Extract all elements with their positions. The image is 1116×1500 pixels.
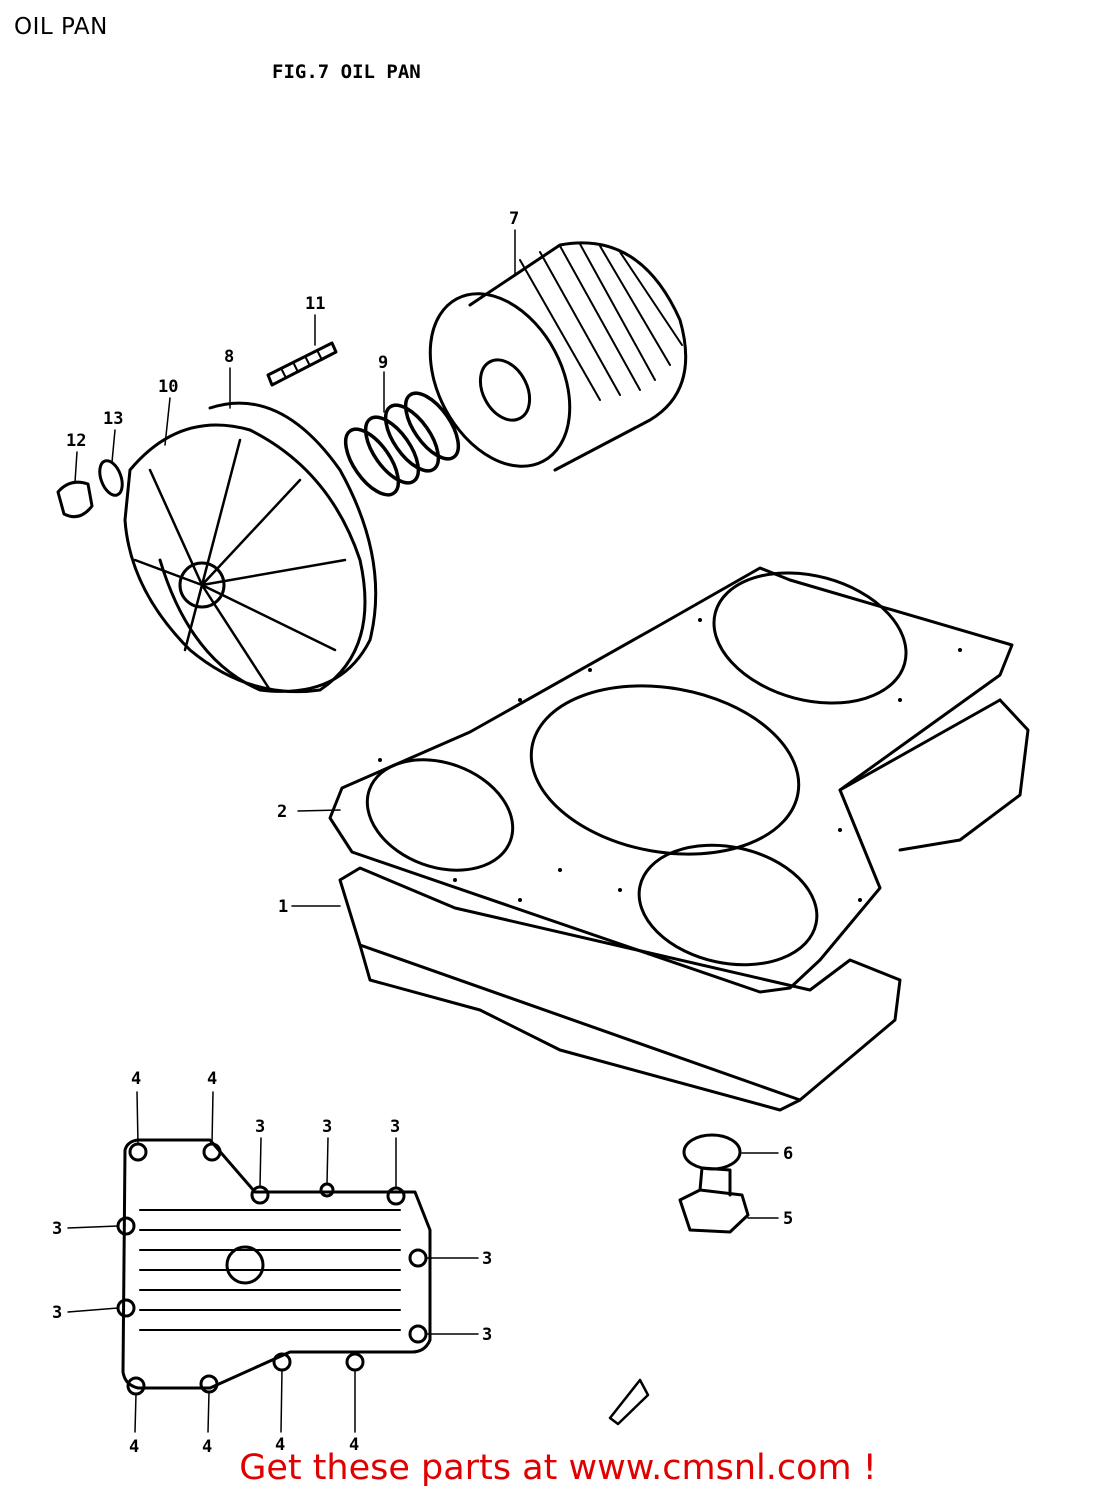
callout-11: 11	[305, 294, 325, 314]
callout-4: 4	[349, 1435, 359, 1455]
callout-3: 3	[52, 1219, 62, 1239]
callout-9: 9	[378, 353, 388, 373]
callout-4: 4	[129, 1437, 139, 1457]
callout-3: 3	[390, 1117, 400, 1137]
footer-prefix: Get these parts at	[239, 1448, 569, 1488]
drain-plug-gasket	[682, 1133, 742, 1171]
callout-10: 10	[158, 377, 178, 397]
o-ring	[158, 401, 378, 693]
callout-1: 1	[278, 897, 288, 917]
figure-caption: FIG.7 OIL PAN	[272, 61, 421, 83]
page-title: OIL PAN	[14, 14, 108, 40]
oil-filter	[428, 241, 688, 472]
callout-12: 12	[66, 431, 86, 451]
callout-3: 3	[255, 1117, 265, 1137]
callout-5: 5	[783, 1209, 793, 1229]
callout-6: 6	[783, 1144, 793, 1164]
callout-3: 3	[52, 1303, 62, 1323]
callout-2: 2	[277, 802, 287, 822]
washer	[98, 459, 124, 497]
callout-4: 4	[131, 1069, 141, 1089]
callout-8: 8	[224, 347, 234, 367]
callout-4: 4	[207, 1069, 217, 1089]
callout-4: 4	[202, 1437, 212, 1457]
cap-nut	[56, 480, 94, 519]
callout-3: 3	[482, 1249, 492, 1269]
footer-link[interactable]: www.cmsnl.com	[568, 1448, 852, 1488]
oil-pan-bottom-view	[116, 1138, 432, 1396]
stud-bolt	[266, 341, 338, 387]
oil-pan	[338, 698, 1030, 1112]
gasket-texture	[378, 618, 962, 902]
forward-arrow-icon	[608, 1378, 650, 1426]
oil-pan-gasket	[328, 566, 1014, 994]
spring	[343, 391, 461, 497]
drain-plug	[678, 1166, 750, 1234]
footer-suffix: !	[851, 1448, 877, 1488]
callout-13: 13	[103, 409, 123, 429]
callout-3: 3	[482, 1325, 492, 1345]
callout-3: 3	[322, 1117, 332, 1137]
leader-lines	[67, 229, 779, 1433]
callout-7: 7	[509, 209, 519, 229]
filter-cover	[123, 423, 367, 694]
callout-4: 4	[275, 1435, 285, 1455]
footer-banner: Get these parts at www.cmsnl.com !	[0, 1448, 1116, 1488]
